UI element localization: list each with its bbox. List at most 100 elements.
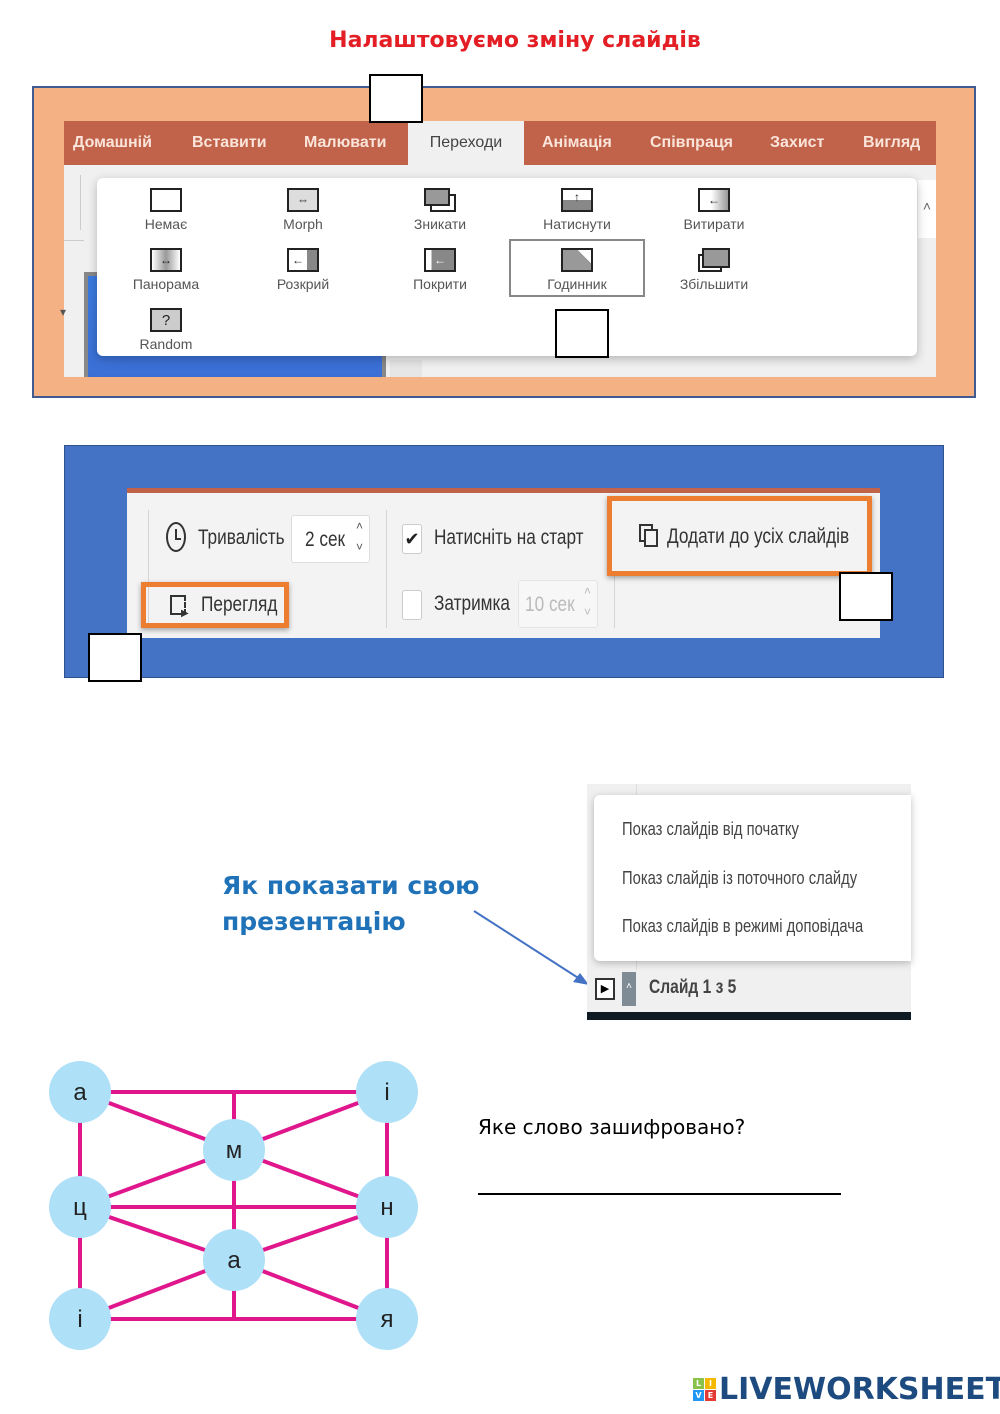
collapse-chevron-icon[interactable]: ˄ (918, 180, 936, 238)
tab-insert[interactable]: Вставити (192, 134, 267, 151)
duration-label: Тривалість (198, 526, 285, 549)
fade-icon (424, 188, 456, 212)
logo-letter: L (693, 1378, 704, 1389)
delay-label: Затримка (434, 592, 511, 615)
delay-value: 10 сек (525, 593, 575, 616)
play-slideshow-icon[interactable]: ▶ (595, 978, 615, 1000)
slideshow-menu-chevron-icon[interactable]: ˄ (622, 972, 636, 1006)
tab-draw[interactable]: Малювати (304, 134, 387, 151)
transition-label: Панорама (132, 276, 200, 292)
puzzle-node-letter: м (226, 1137, 243, 1164)
transition-clock[interactable]: Годинник (509, 239, 645, 297)
transition-split[interactable]: ↔ Панорама (101, 248, 231, 292)
transition-label: Розкрий (276, 276, 330, 292)
transition-push[interactable]: ↑ Натиснути (512, 188, 642, 232)
tab-collaborate[interactable]: Співпраця (650, 134, 734, 151)
puzzle-node-letter: я (381, 1306, 394, 1333)
puzzle-node-letter: і (384, 1079, 389, 1106)
puzzle-node: а (49, 1061, 111, 1123)
puzzle-node-circle (49, 1061, 111, 1123)
transition-morph[interactable]: ⇔ Morph (238, 188, 368, 232)
puzzle-node: і (356, 1061, 418, 1123)
wipe-icon: ← (698, 188, 730, 212)
transition-none[interactable]: Немає (101, 188, 231, 232)
transition-cover[interactable]: ← Покрити (375, 248, 505, 292)
tab-animation[interactable]: Анімація (542, 134, 612, 151)
logo-letter: I (705, 1378, 716, 1389)
tab-transitions[interactable]: Переходи (408, 121, 524, 165)
puzzle-question: Яке слово зашифровано? (478, 1115, 746, 1139)
logo-letter: V (693, 1390, 704, 1401)
answer-box-1[interactable] (369, 74, 423, 123)
liveworksheets-logo: L I V E LIVEWORKSHEETS (693, 1372, 1000, 1407)
logo-letter: E (705, 1390, 716, 1401)
puzzle-node: н (356, 1176, 418, 1238)
preview-icon (170, 595, 186, 615)
slideshow-heading-line1: Як показати свою (222, 871, 480, 900)
toolbar-divider (148, 510, 149, 628)
apply-to-all-label: Додати до усіх слайдів (667, 525, 850, 548)
transition-reveal[interactable]: ← Розкрий (238, 248, 368, 292)
ribbon-tab-bar: Домашній Вставити Малювати Переходи Анім… (64, 121, 936, 165)
spin-down-icon[interactable]: ˅ (583, 605, 591, 619)
answer-box-2[interactable] (555, 309, 609, 358)
puzzle-node: ц (49, 1176, 111, 1238)
split-icon: ↔ (150, 248, 182, 272)
scroll-area (390, 360, 422, 377)
dropdown-arrow-icon: ▾ (60, 305, 67, 319)
transition-label: Покрити (413, 276, 467, 292)
duration-spinner[interactable]: 2 сек ˄ ˅ (291, 515, 370, 563)
puzzle-node-letter: а (73, 1079, 87, 1106)
transition-wipe[interactable]: ← Витирати (649, 188, 779, 232)
page-title: Налаштовуємо зміну слайдів (329, 28, 701, 53)
transition-label: Random (139, 336, 193, 352)
spin-up-icon[interactable]: ˄ (583, 584, 591, 598)
puzzle-node-circle (49, 1288, 111, 1350)
puzzle-node-circle (203, 1119, 265, 1181)
puzzle-node-letter: н (380, 1194, 393, 1221)
timing-toolbar (127, 488, 880, 638)
none-icon (150, 188, 182, 212)
preview-label: Перегляд (201, 593, 278, 616)
transition-random[interactable]: ? Random (101, 308, 231, 352)
spin-up-icon[interactable]: ˄ (355, 519, 363, 533)
transition-fade[interactable]: Зникати (375, 188, 505, 232)
transition-zoom[interactable]: Збільшити (649, 248, 779, 292)
morph-icon: ⇔ (287, 188, 319, 212)
play-cursor-icon: ▶ (181, 608, 189, 619)
preview-button[interactable]: ▶ Перегляд (141, 582, 289, 628)
toolbar-divider (614, 575, 615, 628)
transition-label: Зникати (413, 216, 467, 232)
transition-label: Годинник (547, 276, 607, 292)
menu-item-presenter-mode[interactable]: Показ слайдів в режимі доповідача (622, 916, 864, 936)
delay-checkbox[interactable] (402, 590, 422, 620)
transitions-gallery: Немає ⇔ Morph Зникати ↑ Натиснути ← Вити… (97, 178, 917, 356)
slideshow-heading: Як показати свою презентацію (222, 868, 479, 940)
clock-icon (561, 248, 593, 272)
status-bar: ▶ ˄ Слайд 1 з 5 (587, 970, 911, 1012)
pointer-arrow (473, 910, 589, 985)
tab-view[interactable]: Вигляд (863, 134, 921, 151)
transition-label: Morph (283, 216, 323, 232)
puzzle-node-circle (49, 1176, 111, 1238)
logo-text: LIVEWORKSHEETS (719, 1372, 1000, 1407)
on-click-checkbox[interactable]: ✔ (402, 524, 422, 554)
tab-home[interactable]: Домашній (73, 134, 152, 151)
transition-label: Збільшити (679, 276, 749, 292)
push-icon: ↑ (561, 188, 593, 212)
spin-down-icon[interactable]: ˅ (355, 540, 363, 554)
menu-item-from-start[interactable]: Показ слайдів від початку (622, 819, 799, 839)
apply-to-all-button[interactable]: Додати до усіх слайдів (607, 496, 872, 576)
tab-protect[interactable]: Захист (770, 134, 825, 151)
toolbar-divider (80, 175, 81, 230)
answer-box-3[interactable] (839, 572, 893, 621)
bottom-bar (587, 1012, 911, 1020)
puzzle-node: м (203, 1119, 265, 1181)
delay-spinner[interactable]: 10 сек ˄ ˅ (518, 580, 598, 628)
cover-icon: ← (424, 248, 456, 272)
answer-box-4[interactable] (88, 633, 142, 682)
menu-item-from-current[interactable]: Показ слайдів із поточного слайду (622, 868, 858, 888)
answer-line[interactable] (478, 1193, 841, 1195)
puzzle-node: а (203, 1229, 265, 1291)
